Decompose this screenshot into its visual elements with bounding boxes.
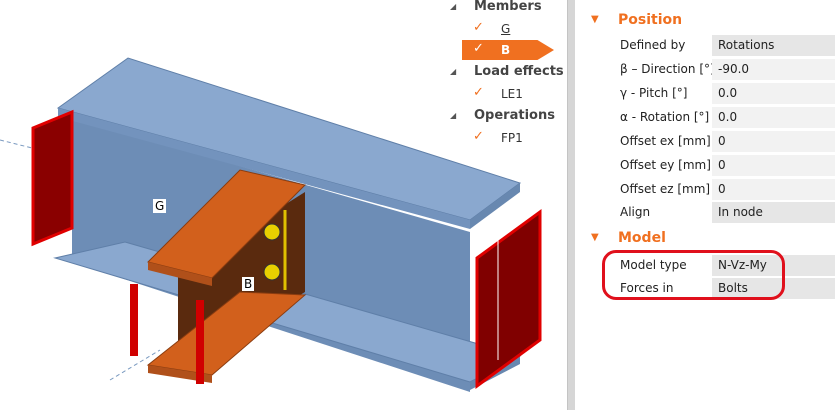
stiffener-plate[interactable] <box>196 300 204 384</box>
beam-top-flange-edge <box>148 262 212 286</box>
checkbox-icon[interactable]: ✓ <box>473 129 484 144</box>
checkbox-icon[interactable]: ✓ <box>473 85 484 100</box>
bolt-icon[interactable] <box>263 263 281 281</box>
tree-item-b-selected[interactable] <box>462 40 554 60</box>
stiffener-plate[interactable] <box>130 284 138 356</box>
expand-icon[interactable]: ▼ <box>591 232 599 243</box>
checkbox-icon[interactable]: ✓ <box>473 41 484 56</box>
pitch-input[interactable]: 0.0 <box>712 83 835 104</box>
highlight-annotation <box>602 250 785 300</box>
offset-ex-input[interactable]: 0 <box>712 131 835 152</box>
girder-top-flange-edge <box>58 108 470 229</box>
tree-item-b[interactable]: ✓ B <box>473 41 511 57</box>
section-model[interactable]: ▼ Model <box>575 227 775 249</box>
end-plate-right[interactable] <box>475 209 542 389</box>
3d-viewport[interactable]: G B ◢ Members ✓ G ✓ B ◢ Load effects ✓ L… <box>0 0 567 410</box>
model-scene[interactable] <box>0 0 567 410</box>
prop-direction: β – Direction [°]-90.0 <box>575 58 835 80</box>
tree-item-fp1[interactable]: ✓ FP1 <box>473 129 523 145</box>
prop-offset-ez: Offset ez [mm]0 <box>575 178 835 200</box>
axis-line <box>109 349 161 381</box>
tree-group-members[interactable]: ◢ Members <box>445 0 565 17</box>
rotation-input[interactable]: 0.0 <box>712 107 835 128</box>
beam-bottom-flange[interactable] <box>146 291 307 376</box>
align-select[interactable]: In node <box>712 202 835 223</box>
expand-icon[interactable]: ▼ <box>591 14 599 25</box>
tree-item-le1[interactable]: ✓ LE1 <box>473 85 523 101</box>
prop-rotation: α - Rotation [°]0.0 <box>575 106 835 128</box>
panel-splitter[interactable] <box>567 0 575 410</box>
defined-by-select[interactable]: Rotations <box>712 35 835 56</box>
prop-offset-ey: Offset ey [mm]0 <box>575 154 835 176</box>
label-beam: B <box>242 277 255 291</box>
offset-ez-input[interactable]: 0 <box>712 179 835 200</box>
bolt-icon[interactable] <box>263 223 281 241</box>
tree-group-operations[interactable]: ◢ Operations <box>445 106 565 126</box>
beam-top-flange[interactable] <box>147 169 306 279</box>
direction-input[interactable]: -90.0 <box>712 59 835 80</box>
end-plate-left[interactable] <box>31 109 74 247</box>
label-girder: G <box>153 199 167 213</box>
section-position[interactable]: ▼ Position <box>575 9 775 31</box>
prop-offset-ex: Offset ex [mm]0 <box>575 130 835 152</box>
prop-pitch: γ - Pitch [°]0.0 <box>575 82 835 104</box>
tree-group-load-effects[interactable]: ◢ Load effects <box>445 62 565 82</box>
checkbox-icon[interactable]: ✓ <box>473 20 484 35</box>
collapse-icon[interactable]: ◢ <box>450 111 457 120</box>
girder-top-flange-edge <box>470 183 520 229</box>
collapse-icon[interactable]: ◢ <box>450 67 457 76</box>
collapse-icon[interactable]: ◢ <box>450 2 457 11</box>
tree-item-g[interactable]: ✓ G <box>473 20 511 36</box>
model-type-select[interactable]: N-Vz-My <box>712 255 835 276</box>
offset-ey-input[interactable]: 0 <box>712 155 835 176</box>
